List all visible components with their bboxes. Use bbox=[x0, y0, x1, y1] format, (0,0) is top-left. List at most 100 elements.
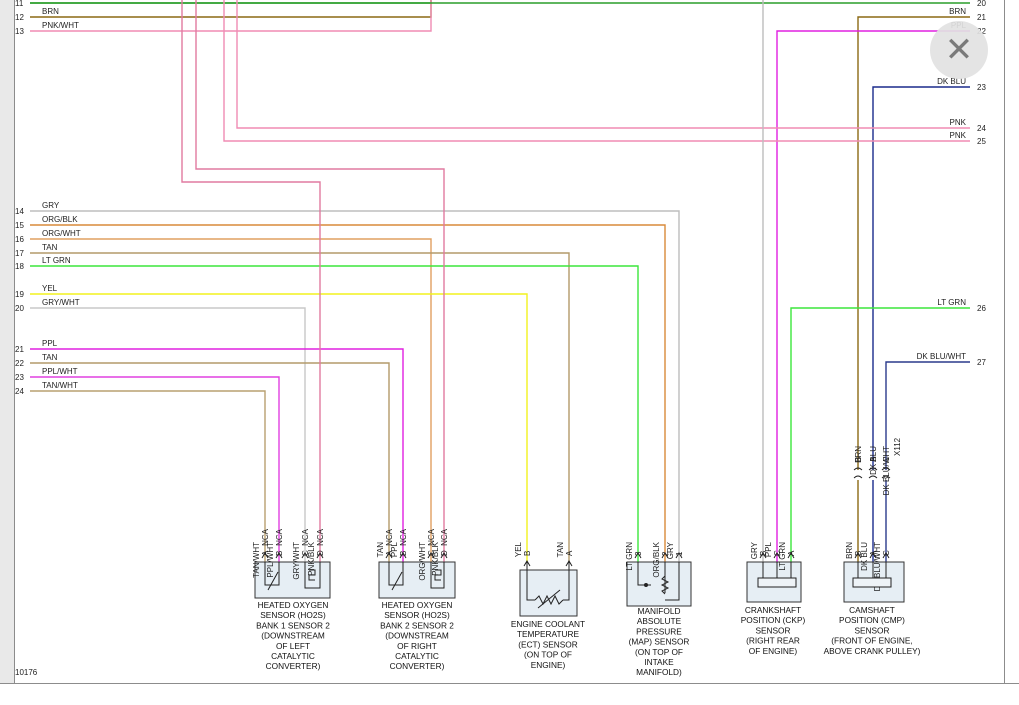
diagram-id: 10176 bbox=[15, 668, 38, 677]
pin-terminal-icon bbox=[385, 552, 393, 559]
inline-wire-label: DK BLU bbox=[869, 446, 878, 475]
pin-wire-label: DK BLU/WHT bbox=[873, 542, 882, 591]
wire-left-19 bbox=[30, 293, 528, 562]
inline-wire-label: BRN bbox=[854, 446, 863, 463]
pin-terminal-icon bbox=[869, 552, 877, 559]
pin-terminal-icon bbox=[301, 552, 309, 559]
pin-nca-label: NCA bbox=[385, 528, 394, 546]
pin-wire-label: TAN bbox=[556, 542, 565, 558]
wire-left-21 bbox=[30, 348, 404, 562]
left-pin-number: 13 bbox=[15, 27, 24, 36]
wire-layer bbox=[30, 0, 970, 562]
pin-wire-label: PNK/BLK bbox=[307, 541, 316, 575]
wire-left-13 bbox=[30, 0, 432, 32]
left-wire-label: BRN bbox=[42, 7, 59, 16]
right-wire-label: BRN bbox=[949, 7, 966, 16]
left-pin-number: 20 bbox=[15, 304, 24, 313]
pin-terminal-icon bbox=[565, 560, 573, 567]
close-icon: ✕ bbox=[944, 30, 974, 70]
component-caption-line: (ON TOP OF bbox=[524, 650, 572, 660]
left-wire-label: ORG/WHT bbox=[42, 229, 81, 238]
wiring-schematic: 1112BRN13PNK/WHT14GRY15ORG/BLK16ORG/WHT1… bbox=[15, 0, 986, 677]
wire-right-21 bbox=[857, 16, 970, 470]
inline-wire-label: DK BLU/WHT bbox=[882, 446, 891, 495]
component-caption-line: SENSOR bbox=[755, 625, 790, 635]
left-pin-number: 11 bbox=[15, 0, 24, 8]
sensor-element-icon bbox=[852, 577, 892, 588]
wire-right-25 bbox=[223, 0, 970, 142]
left-pin-number: 14 bbox=[15, 207, 24, 216]
pin-terminal-icon bbox=[882, 552, 890, 559]
wire-left-15 bbox=[30, 224, 666, 562]
component-caption-line: CRANKSHAFT bbox=[745, 605, 801, 615]
pin-wire-label: ORG/WHT bbox=[418, 542, 427, 581]
pin-nca-label: NCA bbox=[440, 528, 449, 546]
wire-left-20 bbox=[30, 307, 306, 562]
pin-terminal-icon bbox=[634, 552, 642, 559]
component-caption-line: CAMSHAFT bbox=[849, 605, 895, 615]
pin-terminal-icon bbox=[440, 552, 448, 559]
wire-left-16 bbox=[30, 238, 432, 562]
component-caption-line: ABOVE CRANK PULLEY) bbox=[824, 646, 921, 656]
potentiometer-icon bbox=[660, 575, 670, 595]
component-caption-line: HEATED OXYGEN bbox=[382, 600, 453, 610]
right-wire-label: PNK bbox=[950, 131, 967, 140]
close-button[interactable]: ✕ bbox=[930, 21, 988, 79]
inline-pin-letter: B bbox=[854, 457, 863, 462]
component-caption-line: CATALYTIC bbox=[395, 651, 439, 661]
pin-terminal-icon bbox=[787, 552, 795, 559]
left-wire-label: TAN bbox=[42, 243, 58, 252]
left-wire-label: PNK/WHT bbox=[42, 21, 79, 30]
component-caption-line: SENSOR (HO2S) bbox=[260, 610, 326, 620]
wire-right-23 bbox=[872, 86, 970, 470]
component-caption-line: (DOWNSTREAM bbox=[385, 631, 449, 641]
left-wire-label: TAN bbox=[42, 353, 58, 362]
component-body bbox=[254, 561, 331, 599]
component-caption-line: (FRONT OF ENGINE, bbox=[831, 636, 912, 646]
left-pin-number: 18 bbox=[15, 262, 24, 271]
component-caption-line: INTAKE bbox=[644, 657, 674, 667]
left-wire-label: PPL/WHT bbox=[42, 367, 78, 376]
wire-right-24 bbox=[236, 0, 970, 129]
sensor-element-icon bbox=[757, 577, 797, 588]
component-layer: ATAN/WHTNCABPPL/WHTNCACGRY/WHTNCADPNK/BL… bbox=[252, 437, 921, 677]
pin-wire-label: TAN/WHT bbox=[252, 542, 261, 578]
left-wire-label: TAN/WHT bbox=[42, 381, 78, 390]
left-pin-number: 17 bbox=[15, 249, 24, 258]
wire-left-18 bbox=[30, 265, 639, 562]
wire-left-14 bbox=[30, 210, 680, 562]
component-caption-line: MANIFOLD bbox=[638, 606, 681, 616]
inline-pin-letter: C bbox=[882, 456, 891, 462]
heater-element-icon bbox=[430, 562, 445, 589]
pin-wire-label: PPL bbox=[764, 541, 773, 557]
pin-letter: B bbox=[523, 551, 532, 556]
resistor-icon bbox=[534, 594, 564, 606]
wire-right-27 bbox=[885, 361, 970, 470]
pin-terminal-icon bbox=[275, 552, 283, 559]
pin-terminal-icon bbox=[316, 552, 324, 559]
wire-right-22 bbox=[776, 30, 970, 562]
pin-wire-label: GRY bbox=[750, 541, 759, 559]
left-wire-label: GRY/WHT bbox=[42, 298, 80, 307]
right-pin-number: 25 bbox=[977, 137, 986, 146]
pin-wire-label: PPL bbox=[390, 541, 399, 557]
pin-terminal-icon bbox=[661, 552, 669, 559]
left-pin-number: 19 bbox=[15, 290, 24, 299]
pin-terminal-icon bbox=[675, 552, 683, 559]
right-pin-number: 20 bbox=[977, 0, 986, 8]
component-caption-line: TEMPERATURE bbox=[517, 629, 580, 639]
pin-wire-label: LT GRN bbox=[625, 542, 634, 571]
component-caption-line: CONVERTER) bbox=[266, 661, 321, 671]
left-wire-label: PPL bbox=[42, 339, 58, 348]
wire-left-23 bbox=[30, 376, 280, 562]
component-caption-line: CATALYTIC bbox=[271, 651, 315, 661]
pin-wire-label: BRN bbox=[845, 542, 854, 559]
right-wire-label: DK BLU/WHT bbox=[917, 352, 966, 361]
left-pin-number: 12 bbox=[15, 13, 24, 22]
inline-connector-label: X112 bbox=[893, 437, 902, 456]
component-caption-line: OF RIGHT bbox=[397, 641, 437, 651]
pin-wire-label: PNK/BLK bbox=[431, 541, 440, 575]
pin-wire-label: DK BLU bbox=[860, 542, 869, 571]
